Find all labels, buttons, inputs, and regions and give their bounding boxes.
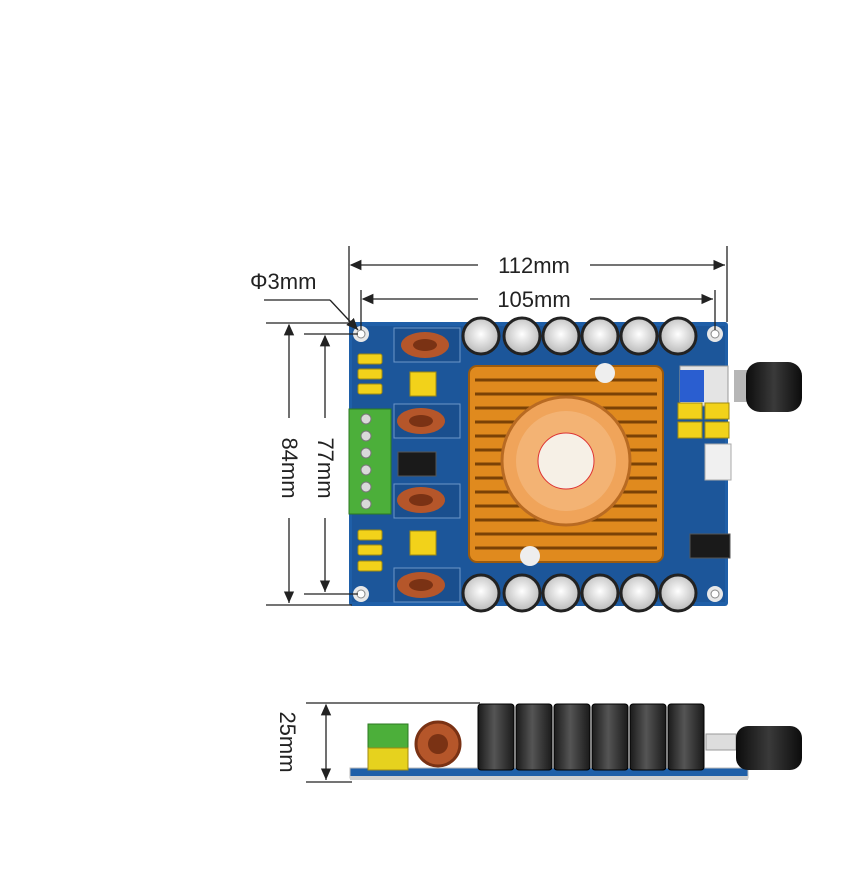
hole-diameter-label: Φ3mm [250,269,316,294]
film-capacitor-group-top [357,353,383,395]
volume-knob-side [705,726,802,770]
mounting-hole [707,586,723,602]
inductor [393,567,461,603]
signal-connector [704,443,732,481]
capacitor-row-top [461,316,698,356]
film-capacitor [409,530,437,556]
dimension-lines [264,246,728,606]
top-view-board [348,316,802,613]
overall-height-label: 84mm [277,437,302,498]
heatsink [468,363,664,566]
inductor-side [414,720,462,768]
film-capacitor-group-right [677,402,730,439]
inductor [393,403,461,439]
side-height-label: 25mm [275,711,300,772]
volume-knob [734,362,802,412]
side-view-board [349,703,802,780]
audio-jack [689,533,731,559]
fan-label [537,432,595,490]
mounting-hole [353,326,369,342]
input-selector [680,370,704,402]
inductor [393,483,461,519]
overall-width-label: 112mm [498,253,570,278]
inductor [393,327,461,363]
capacitor-row-side [477,703,705,771]
speaker-terminal-block [348,408,392,515]
capacitor-row-bottom [461,573,698,613]
hole-spacing-height-label: 77mm [313,437,338,498]
film-capacitor-group-bottom [357,529,383,572]
regulator-chip [397,451,437,477]
terminal-block-side [367,723,409,771]
hole-spacing-width-label: 105mm [497,287,570,312]
film-capacitor [409,371,437,397]
side-dimension-lines [306,702,480,783]
